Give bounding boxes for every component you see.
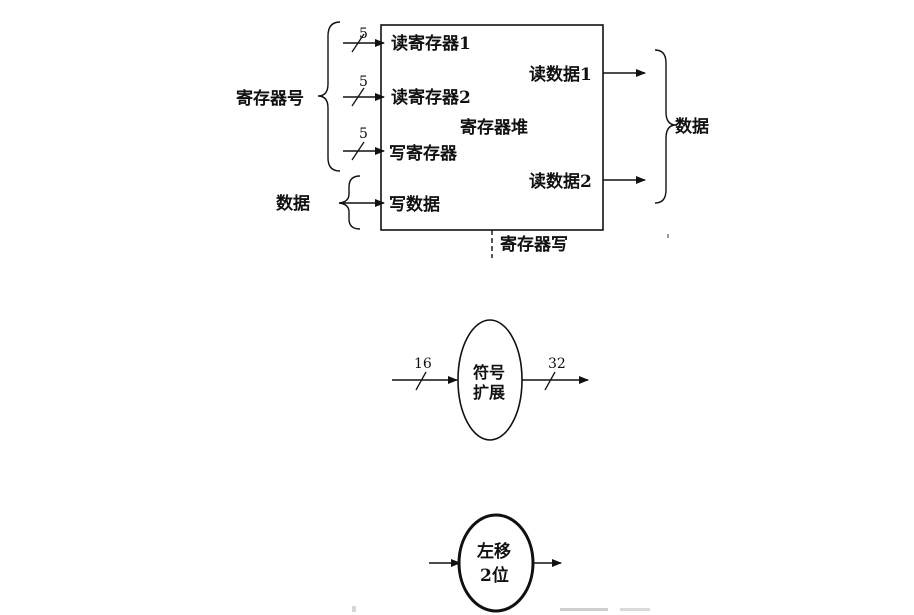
register-write-control-label: 寄存器写 <box>500 234 568 255</box>
read-register-1-width: 5 <box>359 26 368 42</box>
write-data-label: 写数据 <box>389 194 440 215</box>
read-register-2-bus-slash <box>351 87 365 107</box>
read-data-2-label: 读数据2 <box>529 171 592 192</box>
write-register-width: 5 <box>359 126 368 142</box>
read-data-1-label: 读数据1 <box>529 64 592 85</box>
sign-extend-input-bus-slash <box>415 371 427 391</box>
shift-left-line-2: 2位 <box>480 565 509 586</box>
write-register-label: 写寄存器 <box>389 143 458 164</box>
sign-extend-input-width: 16 <box>414 356 432 372</box>
scan-artifact <box>560 608 608 611</box>
register-file-title: 寄存器堆 <box>460 117 528 138</box>
write-register-bus-slash <box>351 141 365 161</box>
output-data-group-label: 数据 <box>675 116 709 137</box>
write-data-brace <box>338 175 361 230</box>
sign-extend-line-2: 扩展 <box>473 383 506 402</box>
sign-extend-line-1: 符号 <box>473 363 505 382</box>
register-number-brace <box>317 21 341 172</box>
output-data-brace <box>654 49 677 204</box>
shift-left-line-1: 左移 <box>477 541 511 562</box>
read-register-2-label: 读寄存器2 <box>391 87 471 108</box>
sign-extend-output-width: 32 <box>548 356 566 372</box>
scan-artifact <box>620 608 650 611</box>
shift-left-ellipse <box>457 513 535 613</box>
read-register-1-bus-slash <box>351 33 365 53</box>
write-data-group-label: 数据 <box>276 193 310 214</box>
scan-artifact <box>352 606 356 612</box>
read-register-1-label: 读寄存器1 <box>391 33 471 54</box>
sign-extend-output-bus-slash <box>544 371 556 391</box>
register-number-group-label: 寄存器号 <box>236 88 304 109</box>
read-register-2-width: 5 <box>359 74 368 90</box>
